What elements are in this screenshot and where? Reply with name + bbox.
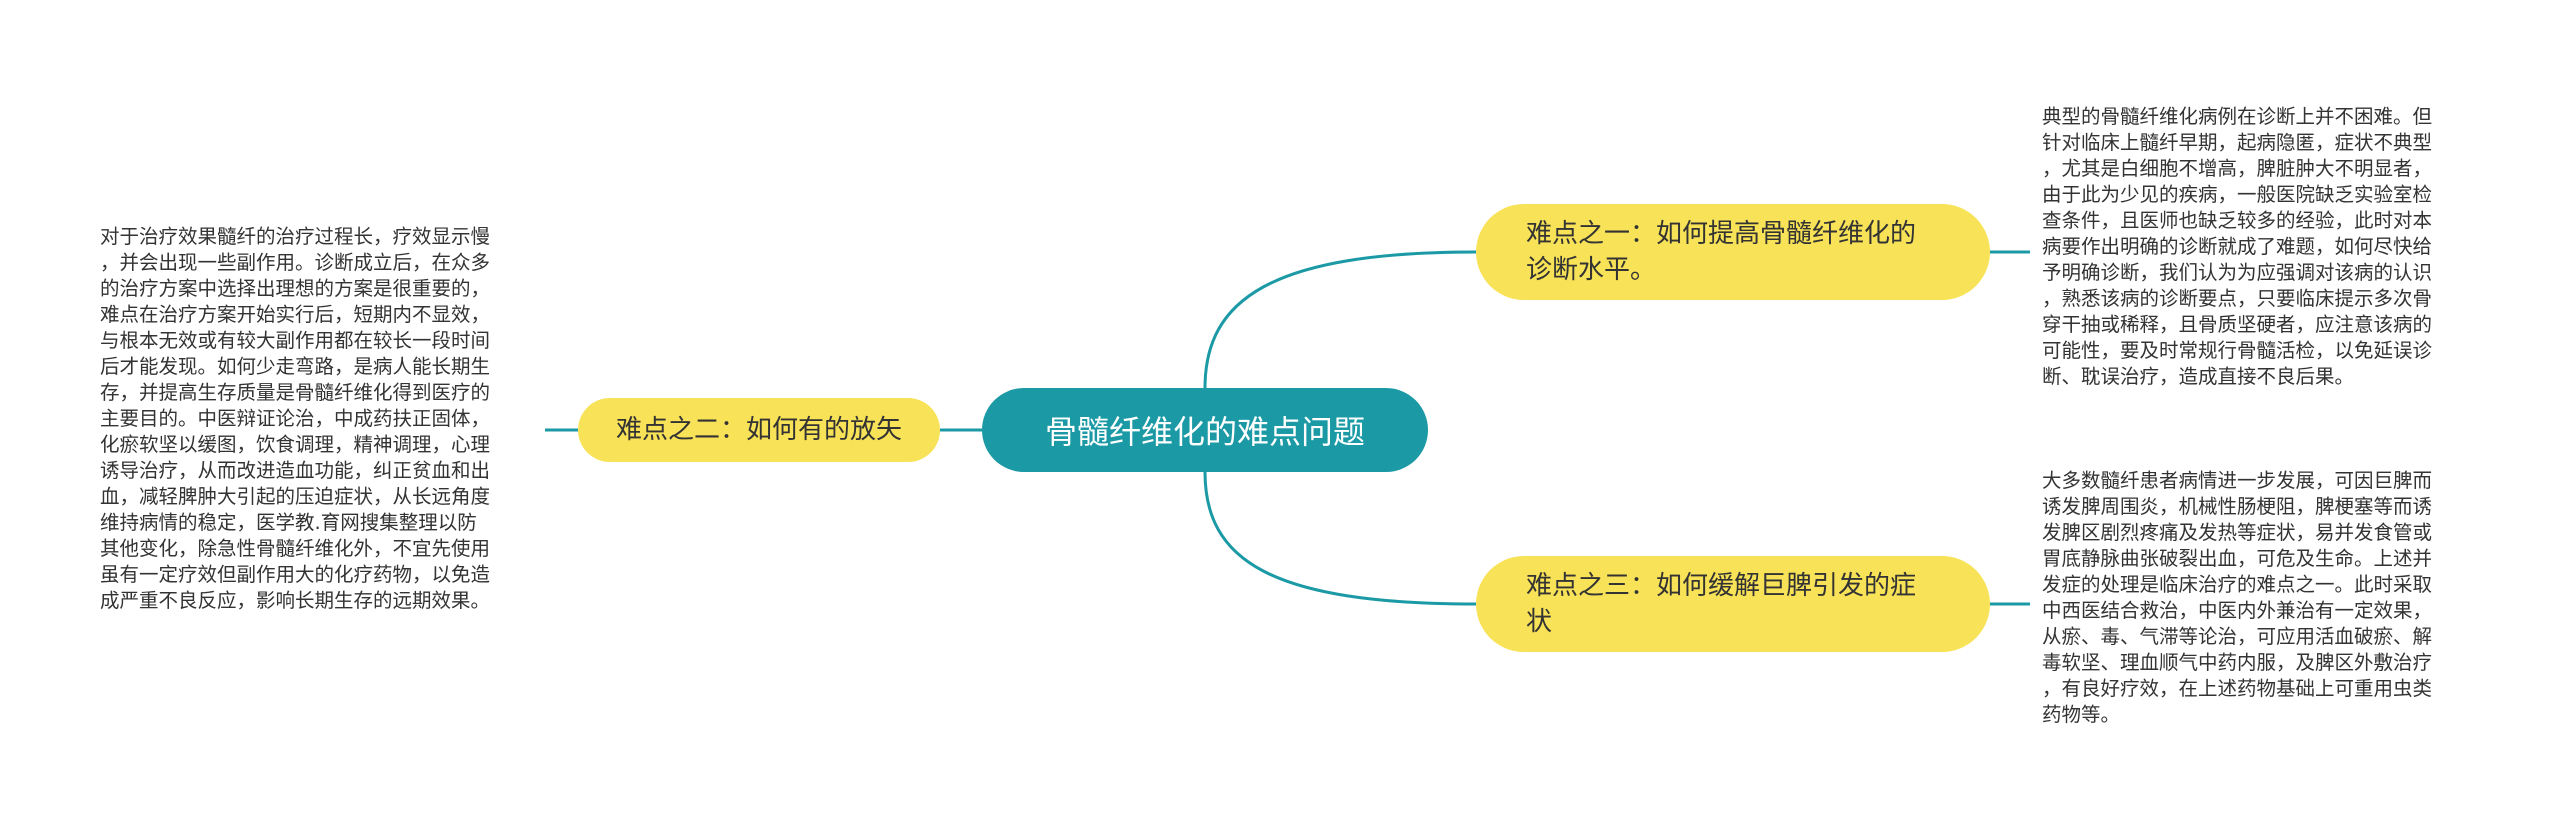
- branch-topic-3[interactable]: 难点之三：如何缓解巨脾引发的症 状: [1476, 556, 1990, 652]
- branch-3-note: 大多数髓纤患者病情进一步发展，可因巨脾而 诱发脾周围炎，机械性肠梗阻，脾梗塞等而…: [2042, 469, 2433, 726]
- connector-root-to-branch-3: [1203, 471, 1477, 606]
- branch-topic-2-label: 难点之二：如何有的放矢: [615, 415, 902, 445]
- root-topic-label: 骨髓纤维化的难点问题: [1044, 413, 1365, 451]
- branch-topic-3-label: 难点之三：如何缓解巨脾引发的症 状: [1526, 571, 1917, 637]
- branch-1-note: 典型的骨髓纤维化病例在诊断上并不困难。但 针对临床上髓纤早期，起病隐匿，症状不典…: [2042, 105, 2433, 388]
- branch-topic-1-label: 难点之一：如何提高骨髓纤维化的 诊断水平。: [1526, 219, 1917, 285]
- connector-root-to-branch-1: [1203, 250, 1477, 389]
- branch-2-note: 对于治疗效果髓纤的治疗过程长，疗效显示慢 ，并会出现一些副作用。诊断成立后，在众…: [100, 225, 491, 612]
- branch-topic-2[interactable]: 难点之二：如何有的放矢: [578, 398, 940, 462]
- root-topic[interactable]: 骨髓纤维化的难点问题: [982, 388, 1428, 472]
- branch-topic-1[interactable]: 难点之一：如何提高骨髓纤维化的 诊断水平。: [1476, 204, 1990, 300]
